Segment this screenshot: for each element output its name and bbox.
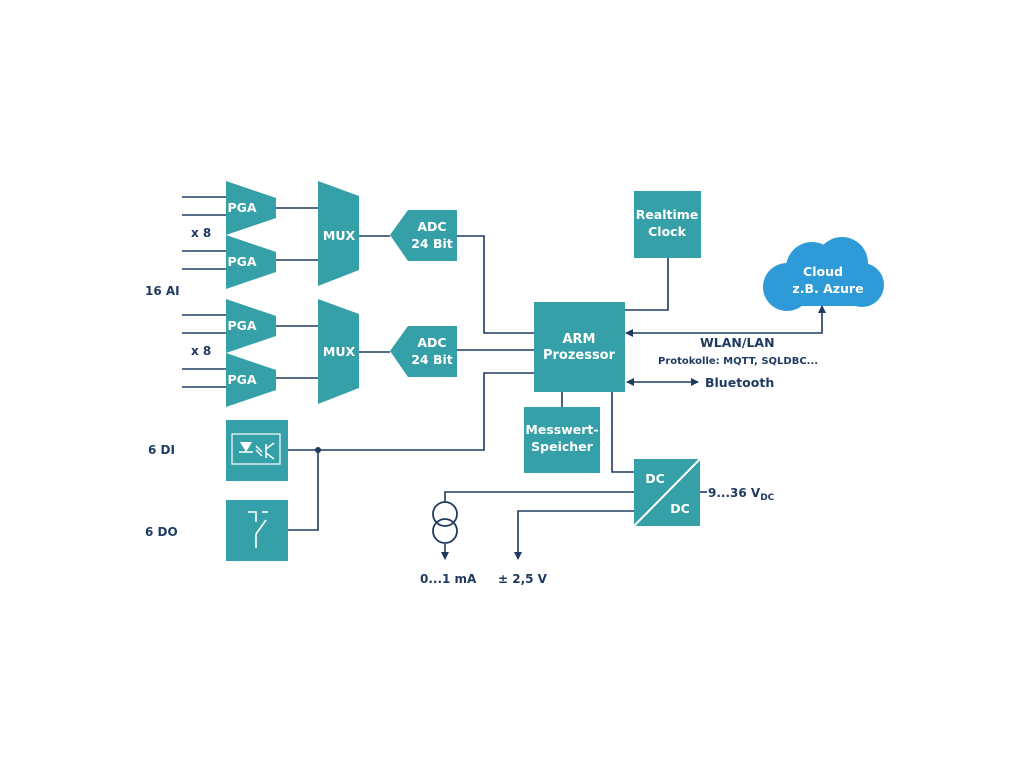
pga-label: PGA: [227, 254, 256, 269]
current-output-label: 0...1 mA: [420, 572, 477, 586]
rtc-label: Realtime: [636, 207, 699, 222]
pga-block: PGA: [226, 235, 276, 289]
memory-sublabel: Speicher: [531, 439, 593, 454]
voltage-output-label: ± 2,5 V: [498, 572, 548, 586]
cloud-label: Cloud: [803, 264, 843, 279]
adc-block: ADC 24 Bit: [390, 210, 457, 261]
pga-label: PGA: [227, 200, 256, 215]
dcdc-input-label: DC: [645, 471, 665, 486]
dcdc-output-label: DC: [670, 501, 690, 516]
digital-input-block: [226, 420, 288, 481]
adc-block: ADC 24 Bit: [390, 326, 457, 377]
adc-resolution-label: 24 Bit: [411, 236, 453, 251]
group-count-label: x 8: [191, 344, 211, 358]
mux-label: MUX: [323, 228, 356, 243]
analog-inputs-label: 16 AI: [145, 284, 180, 298]
cloud-icon: Cloud z.B. Azure: [763, 237, 884, 311]
protocols-label: Protokolle: MQTT, SQLDBC...: [658, 356, 818, 367]
mux-block: MUX: [318, 181, 359, 286]
digital-output-block: [226, 500, 288, 561]
digital-outputs-label: 6 DO: [145, 525, 178, 539]
switch-icon: [248, 511, 268, 548]
optocoupler-icon: [231, 433, 281, 465]
mux-block: MUX: [318, 299, 359, 404]
adc-resolution-label: 24 Bit: [411, 352, 453, 367]
arm-processor-block: ARM Prozessor: [534, 302, 625, 392]
wlan-label: WLAN/LAN: [700, 335, 775, 350]
pga-block: PGA: [226, 353, 276, 407]
memory-block: Messwert- Speicher: [524, 407, 600, 473]
connection-lines: [182, 196, 826, 560]
pga-block: PGA: [226, 181, 276, 235]
pga-block: PGA: [226, 299, 276, 353]
adc-label: ADC: [417, 219, 446, 234]
cpu-label: ARM: [562, 332, 595, 347]
dcdc-converter-block: DC DC: [633, 458, 701, 527]
pga-label: PGA: [227, 318, 256, 333]
mux-label: MUX: [323, 344, 356, 359]
digital-inputs-label: 6 DI: [148, 443, 175, 457]
cpu-sublabel: Prozessor: [543, 348, 616, 363]
group-count-label: x 8: [191, 226, 211, 240]
current-source-icon: [432, 501, 458, 544]
cloud-sublabel: z.B. Azure: [792, 281, 863, 296]
rtc-sublabel: Clock: [648, 224, 686, 239]
adc-label: ADC: [417, 335, 446, 350]
pga-label: PGA: [227, 372, 256, 387]
memory-label: Messwert-: [525, 422, 598, 437]
supply-voltage-label: 9...36 VDC: [708, 486, 775, 503]
bluetooth-label: Bluetooth: [705, 375, 774, 390]
realtime-clock-block: Realtime Clock: [634, 191, 701, 258]
